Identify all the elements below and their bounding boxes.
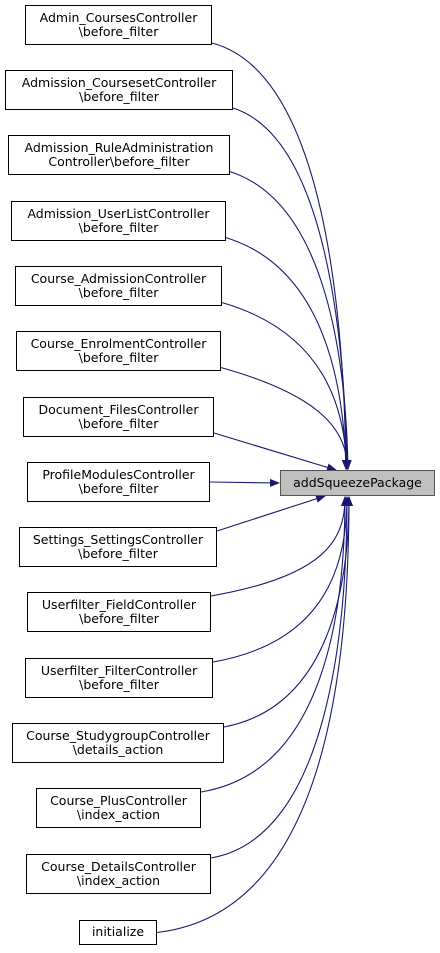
target-label: addSqueezePackage xyxy=(293,474,422,490)
caller-line1: Settings_SettingsController xyxy=(32,531,204,547)
call-edge xyxy=(210,496,351,859)
caller-line1: Course_AdmissionController xyxy=(30,270,207,286)
call-edge xyxy=(227,170,352,470)
caller-line1: Userfilter_FieldController xyxy=(41,596,197,612)
caller-node-course-plus[interactable]: Course_PlusController \index_action xyxy=(36,788,201,828)
caller-node-admission-ruleadministration[interactable]: Admission_RuleAdministration Controller\… xyxy=(8,135,230,175)
caller-line1: Admission_UserListController xyxy=(27,205,210,221)
caller-line2: \before_filter xyxy=(79,677,159,692)
caller-line2: \before_filter xyxy=(78,220,159,235)
call-edge xyxy=(223,496,353,728)
caller-line1: Course_EnrolmentController xyxy=(30,335,207,351)
caller-node-initialize[interactable]: initialize xyxy=(79,920,157,945)
caller-line2: \before_filter xyxy=(78,481,159,496)
caller-line1: Course_PlusController xyxy=(50,792,187,808)
caller-node-userfilter-filter[interactable]: Userfilter_FilterController \before_filt… xyxy=(25,658,213,698)
caller-line2: \before_filter xyxy=(79,611,159,626)
caller-line1: Course_StudygroupController xyxy=(26,727,210,743)
caller-line2: \details_action xyxy=(72,742,164,757)
caller-node-settings-settings[interactable]: Settings_SettingsController \before_filt… xyxy=(19,527,217,567)
caller-line1: Userfilter_FilterController xyxy=(40,662,198,678)
caller-line1: Admission_RuleAdministration xyxy=(24,139,214,155)
caller-node-course-enrolment[interactable]: Course_EnrolmentController \before_filte… xyxy=(16,331,221,371)
caller-node-admin-courses[interactable]: Admin_CoursesController \before_filter xyxy=(25,5,212,45)
call-edge xyxy=(213,432,337,472)
caller-line1: Document_FilesController xyxy=(38,401,199,417)
call-edge xyxy=(200,496,349,793)
caller-line2: \before_filter xyxy=(78,24,159,39)
caller-line2: \index_action xyxy=(76,807,161,822)
call-edge xyxy=(219,301,351,470)
caller-line2: \before_filter xyxy=(78,546,158,561)
caller-line1: ProfileModulesController xyxy=(42,466,195,482)
caller-node-admission-courseset[interactable]: Admission_CoursesetController \before_fi… xyxy=(5,70,233,110)
caller-node-course-admission[interactable]: Course_AdmissionController \before_filte… xyxy=(15,266,222,306)
call-edge xyxy=(156,496,353,934)
caller-node-course-details[interactable]: Course_DetailsController \index_action xyxy=(26,854,211,894)
call-edge xyxy=(209,478,280,487)
call-edge xyxy=(223,236,350,470)
caller-line2: \before_filter xyxy=(78,416,159,431)
caller-node-profilemodules[interactable]: ProfileModulesController \before_filter xyxy=(27,462,210,502)
caller-line1: initialize xyxy=(91,924,145,940)
caller-line2: \before_filter xyxy=(78,350,159,365)
call-edge xyxy=(216,494,326,532)
caller-line2: \before_filter xyxy=(78,285,159,300)
caller-line2: Controller\before_filter xyxy=(48,154,190,169)
caller-line2: \before_filter xyxy=(79,89,159,104)
caller-node-userfilter-field[interactable]: Userfilter_FieldController \before_filte… xyxy=(27,592,211,632)
call-edge xyxy=(218,366,352,470)
caller-line1: Admission_CoursesetController xyxy=(21,74,217,90)
caller-line1: Admin_CoursesController xyxy=(39,9,198,25)
caller-node-course-studygroup[interactable]: Course_StudygroupController \details_act… xyxy=(12,723,224,763)
call-edge xyxy=(232,107,351,470)
call-edge xyxy=(212,496,351,663)
caller-line1: Course_DetailsController xyxy=(41,858,196,874)
caller-node-admission-userlist[interactable]: Admission_UserListController \before_fil… xyxy=(11,201,226,241)
target-node-addsqueezepackage: addSqueezePackage xyxy=(280,470,435,496)
caller-line2: \index_action xyxy=(76,873,161,888)
call-edge xyxy=(210,496,349,597)
caller-node-document-files[interactable]: Document_FilesController \before_filter xyxy=(23,397,214,437)
